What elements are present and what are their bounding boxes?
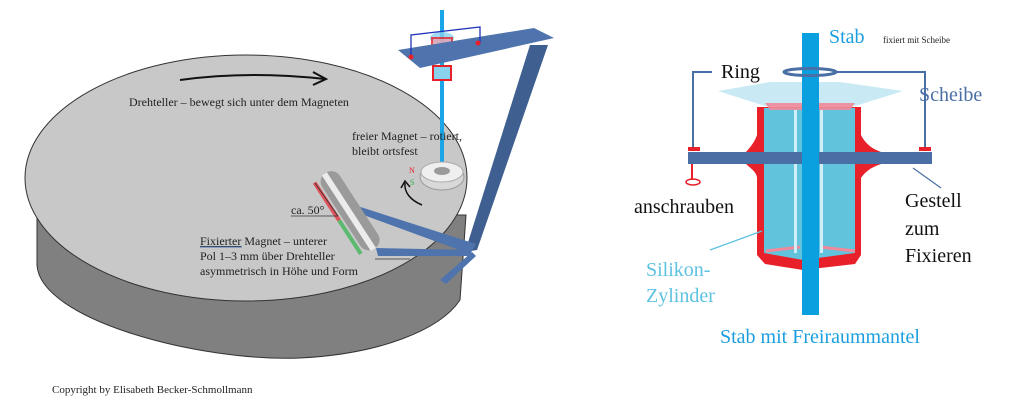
stab-note: fixiert mit Scheibe	[883, 35, 950, 45]
ring	[782, 67, 838, 77]
fixed-magnet-label-1: Fixierter Magnet – unterer	[200, 234, 327, 248]
gestell-label-1: Gestell	[905, 190, 962, 212]
ring-frame-left	[692, 71, 712, 150]
copyright-text: Copyright by Elisabeth Becker-Schmollman…	[52, 384, 253, 396]
bottom-label: Stab mit Freiraummantel	[720, 326, 920, 348]
fixed-magnet-label-3: asymmetrisch in Höhe und Form	[200, 264, 359, 278]
free-magnet-label-2: bleibt ortsfest	[352, 144, 418, 158]
screw-icon	[685, 178, 701, 186]
ring-label: Ring	[721, 61, 760, 83]
fixed-magnet-label-rest: Magnet – unterer	[241, 234, 327, 248]
rotation-arrow-icon	[179, 74, 326, 81]
fixed-magnet	[312, 171, 380, 255]
free-magnet-label-1: freier Magnet – rotiert,	[352, 129, 462, 143]
silikon-label-2: Zylinder	[646, 285, 715, 307]
silikon-label-1: Silikon-	[646, 259, 710, 281]
gestell-label-3: Fixieren	[905, 245, 972, 267]
left-diagram: N S Drehteller – bewegt sich unter dem M…	[24, 10, 554, 396]
fixed-magnet-arm	[348, 203, 476, 254]
frame-support	[465, 45, 548, 252]
scheibe-label: Scheibe	[919, 84, 982, 106]
pole-s-label: S	[410, 178, 414, 187]
stab-label: Stab	[829, 26, 865, 48]
fixed-magnet-label-2: Pol 1–3 mm über Drehteller	[200, 249, 335, 263]
angle-label: ca. 50°	[291, 203, 325, 217]
right-diagram: Stab fixiert mit Scheibe Ring Scheibe an…	[634, 26, 982, 348]
frame-plate	[398, 28, 554, 68]
gestell-label-2: zum	[905, 218, 940, 240]
anschrauben-label: anschrauben	[634, 196, 734, 218]
pole-n-label: N	[409, 166, 415, 175]
vertical-rod	[440, 10, 444, 173]
small-rotation-arrow-icon	[404, 182, 423, 206]
ring-frame-right	[835, 71, 926, 150]
turntable-label: Drehteller – bewegt sich unter dem Magne…	[129, 95, 349, 109]
stab-rod	[802, 33, 819, 315]
fixed-magnet-label-underlined: Fixierter	[200, 234, 241, 248]
